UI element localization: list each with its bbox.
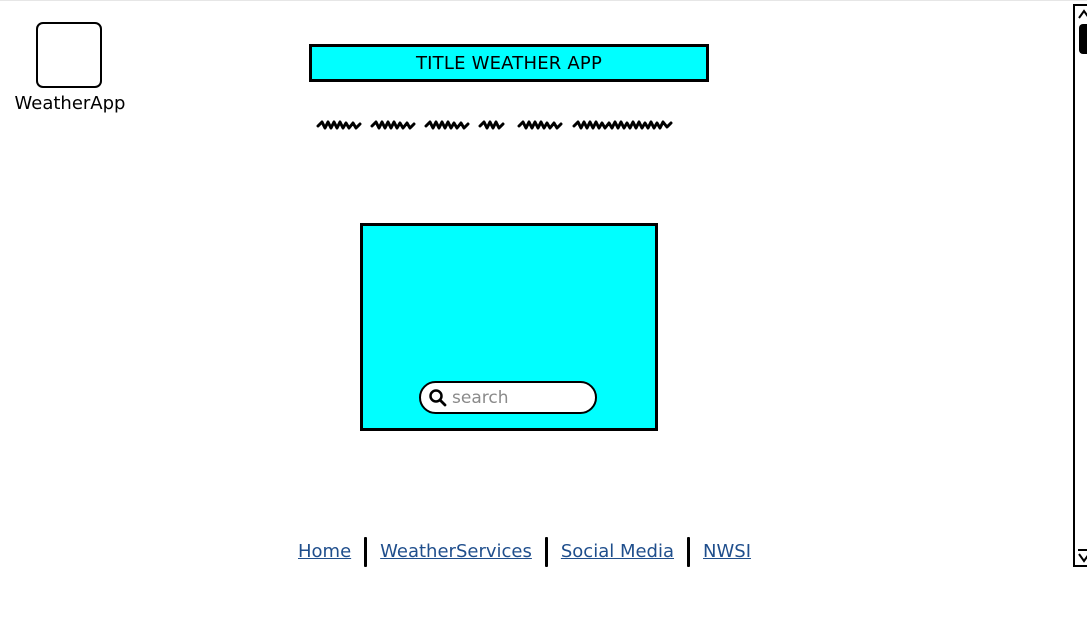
search-input[interactable] bbox=[452, 387, 582, 408]
arrow-down-icon[interactable] bbox=[1078, 549, 1087, 563]
footer-separator bbox=[364, 537, 368, 567]
page-title: TITLE WEATHER APP bbox=[415, 52, 603, 74]
footer-link-home[interactable]: Home bbox=[298, 541, 352, 562]
footer-link-weatherservices[interactable]: WeatherServices bbox=[380, 541, 532, 562]
footer-separator bbox=[544, 537, 548, 567]
search-icon bbox=[429, 388, 447, 406]
content-panel bbox=[360, 223, 658, 431]
logo-label: WeatherApp bbox=[14, 93, 126, 114]
footer-nav: Home WeatherServices Social Media NWSI bbox=[298, 534, 751, 570]
subtitle-scribble bbox=[316, 120, 673, 130]
logo-placeholder[interactable] bbox=[36, 22, 102, 88]
search-box[interactable] bbox=[419, 381, 597, 414]
footer-link-social-media[interactable]: Social Media bbox=[560, 541, 675, 562]
footer-link-nwsi[interactable]: NWSI bbox=[703, 541, 752, 562]
footer-separator bbox=[687, 537, 691, 567]
page-title-bar: TITLE WEATHER APP bbox=[309, 44, 709, 82]
arrow-up-icon[interactable] bbox=[1078, 9, 1087, 21]
top-border bbox=[0, 0, 1087, 1]
scrollbar-thumb[interactable] bbox=[1079, 24, 1087, 54]
vertical-scrollbar[interactable] bbox=[1073, 4, 1087, 567]
